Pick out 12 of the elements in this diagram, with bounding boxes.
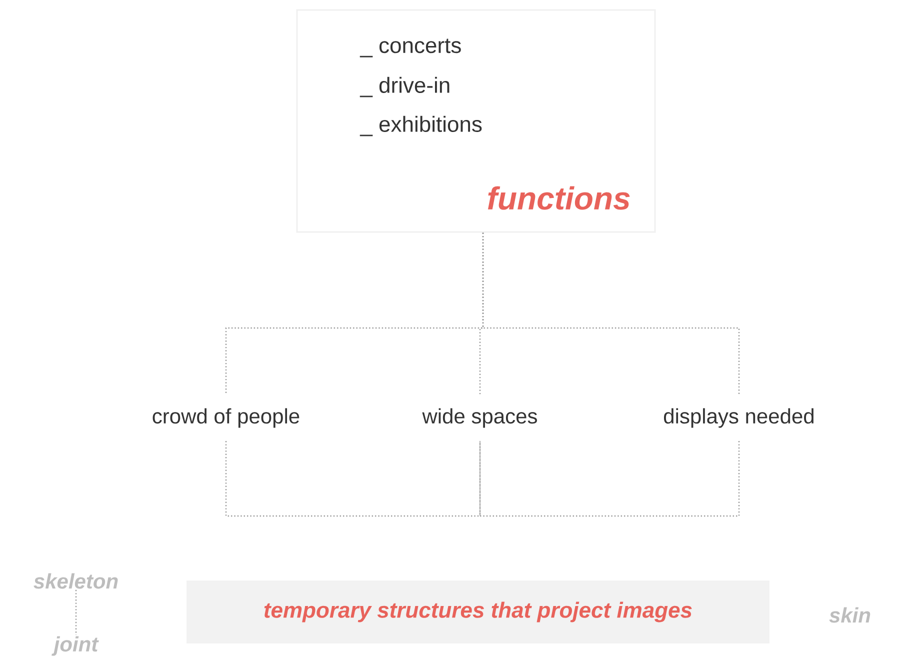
connector-line — [479, 441, 740, 517]
connector-line — [75, 590, 77, 635]
category-label: wide spaces — [422, 408, 537, 428]
functions-card: _ concerts _ drive-in _ exhibitions functions — [296, 9, 656, 233]
category-label: displays needed — [664, 408, 814, 428]
keyword-label: skeleton — [34, 573, 118, 589]
keyword-label: joint — [52, 636, 99, 656]
concept-bar: temporary structures that project images — [186, 580, 770, 644]
keyword-label: skin — [829, 607, 870, 623]
connector-line — [225, 441, 481, 517]
category-label: crowd of people — [152, 408, 300, 428]
connector-line — [482, 232, 740, 395]
